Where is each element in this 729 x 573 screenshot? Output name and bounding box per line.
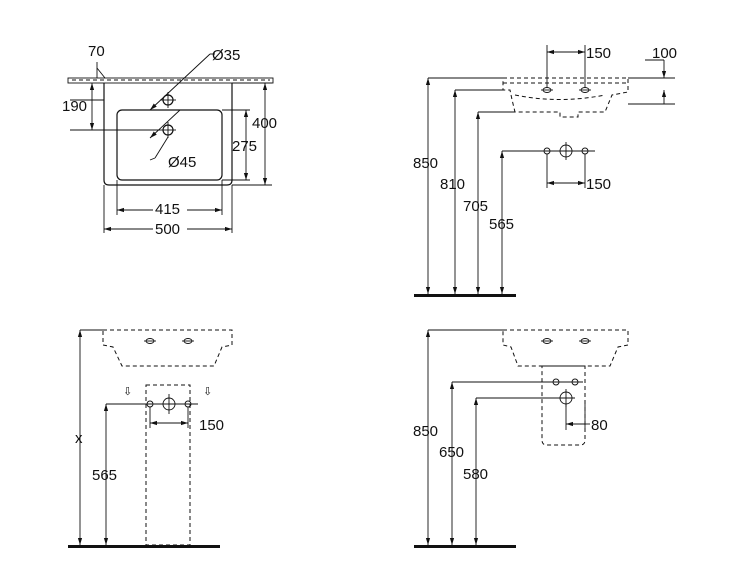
arrow-down-icon: ⇩ (203, 386, 212, 398)
dim-depth-total: 400 (252, 115, 277, 132)
dim-tap-hole: Ø35 (212, 47, 240, 64)
wall-outlet-marks (452, 378, 583, 407)
tap-hole-marks (541, 87, 591, 93)
dim-height-810: 810 (440, 176, 465, 193)
front-view-pedestal: ⇩ ⇩ 150 x 565 (68, 329, 233, 548)
front-view-half-pedestal: 80 850 650 580 (413, 329, 629, 548)
dim-height-705: 705 (463, 198, 488, 215)
pedestal-outline (145, 384, 191, 546)
floor-line (414, 545, 516, 548)
half-pedestal-outline (541, 365, 586, 446)
tap-hole-marks (541, 338, 591, 344)
dim-basin-depth: 275 (232, 138, 257, 155)
floor-line (68, 545, 220, 548)
tap-hole-marks (144, 338, 194, 344)
basin-front-dashed (102, 329, 233, 367)
dim-height-565: 565 (489, 216, 514, 233)
top-view: 70 Ø35 190 400 275 Ø45 415 500 (62, 43, 277, 238)
dim-height-580: 580 (463, 466, 488, 483)
dim-height-850: 850 (413, 423, 438, 440)
dim-height-650: 650 (439, 444, 464, 461)
countertop-outline (67, 77, 274, 84)
dim-waste-hole: Ø45 (168, 154, 196, 171)
wall-outlet-marks (106, 394, 198, 414)
basin-inner-bowl (116, 109, 223, 181)
dim-height-565: 565 (92, 467, 117, 484)
dim-rim-height: 100 (652, 45, 677, 62)
dim-basin-width: 415 (155, 201, 180, 218)
dim-tap-offset: 70 (88, 43, 105, 60)
arrow-down-icon: ⇩ (123, 386, 132, 398)
floor-line (414, 294, 516, 297)
dim-x: x (75, 430, 83, 447)
wall-outlet-marks (537, 142, 595, 160)
dim-tap-depth: 190 (62, 98, 87, 115)
side-view: 150 100 150 850 810 705 565 (413, 45, 677, 297)
basin-profile-dashed (502, 77, 629, 118)
basin-front-dashed (502, 329, 629, 367)
dim-hole-spacing-top: 150 (586, 45, 611, 62)
dim-overall-width: 500 (155, 221, 180, 238)
dim-hole-spacing: 150 (199, 417, 224, 434)
dim-hole-spacing-wall: 150 (586, 176, 611, 193)
dim-height-850: 850 (413, 155, 438, 172)
basin-outer-outline (103, 83, 233, 186)
dim-offset-80: 80 (591, 417, 608, 434)
